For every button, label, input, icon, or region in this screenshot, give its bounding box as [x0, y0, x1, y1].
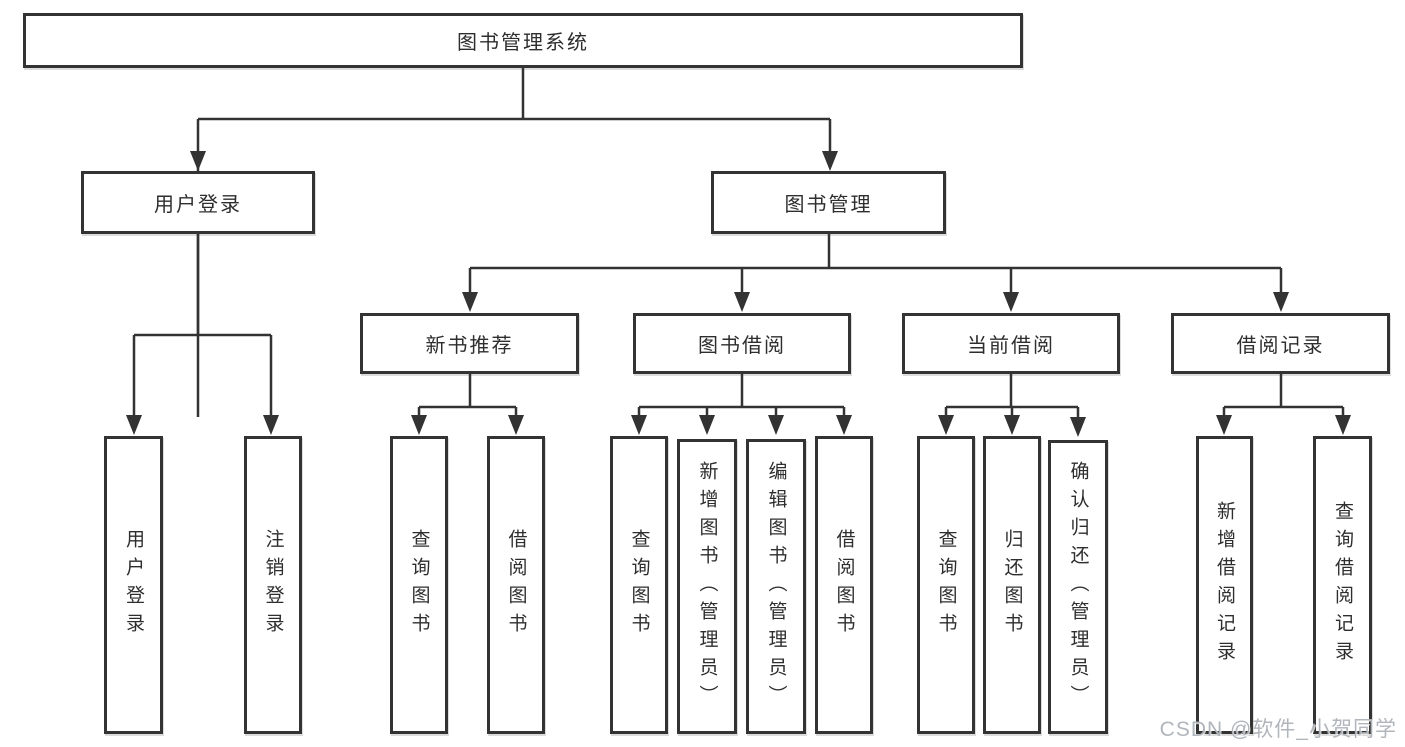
node-label: 当前借阅	[967, 335, 1055, 357]
csdn-watermark: CSDN @软件_小贺同学	[1159, 718, 1397, 741]
arrowhead	[1003, 292, 1019, 312]
arrowhead	[190, 151, 206, 171]
leaf-label: 查询图书	[628, 529, 650, 641]
node-book-management: 图书管理	[711, 171, 946, 234]
leaf-confirm-return-admin: 确认归还（管理员）	[1048, 440, 1108, 734]
leaf-label: 归还图书	[1001, 529, 1023, 641]
arrowhead	[836, 415, 852, 435]
leaf-label: 借阅图书	[833, 529, 855, 641]
leaf-user-login: 用户登录	[104, 436, 163, 734]
leaf-query-borrow-record: 查询借阅记录	[1313, 436, 1372, 734]
leaf-edit-books-admin: 编辑图书（管理员）	[746, 439, 806, 734]
node-label: 图书管理系统	[457, 32, 589, 54]
node-user-login: 用户登录	[81, 171, 315, 234]
leaf-label: 用户登录	[123, 529, 144, 641]
leaf-label: 借阅图书	[505, 529, 527, 641]
node-borrow-records: 借阅记录	[1171, 313, 1390, 374]
leaf-query-books-recommend: 查询图书	[390, 436, 448, 734]
leaf-label: 注销登录	[262, 529, 284, 641]
arrowhead	[1216, 415, 1232, 435]
node-label: 借阅记录	[1236, 335, 1325, 357]
leaf-add-borrow-record: 新增借阅记录	[1196, 436, 1253, 734]
leaf-borrow-books: 借阅图书	[815, 436, 873, 734]
leaf-query-books-current: 查询图书	[917, 436, 975, 734]
arrowhead	[1273, 292, 1289, 312]
leaf-logout: 注销登录	[244, 436, 302, 734]
arrowhead	[768, 415, 784, 435]
arrowhead	[1004, 415, 1020, 435]
leaf-return-books: 归还图书	[983, 436, 1041, 734]
node-label: 图书借阅	[698, 335, 786, 357]
arrowhead	[938, 415, 954, 435]
arrowheads	[126, 151, 1351, 437]
node-label: 图书管理	[784, 194, 873, 216]
leaf-label: 查询图书	[935, 529, 957, 641]
arrowhead	[462, 292, 478, 312]
arrowhead	[263, 415, 279, 435]
leaf-label: 新增图书（管理员）	[696, 460, 718, 713]
arrowhead	[631, 415, 647, 435]
arrowhead	[734, 292, 750, 312]
arrowhead	[126, 415, 142, 435]
leaf-label: 编辑图书（管理员）	[765, 460, 787, 713]
leaf-query-books-borrow: 查询图书	[610, 436, 668, 734]
leaf-add-books-admin: 新增图书（管理员）	[677, 439, 737, 734]
node-label: 用户登录	[154, 194, 242, 216]
arrowhead	[1070, 417, 1086, 437]
node-new-book-recommend: 新书推荐	[360, 313, 579, 374]
arrowhead	[699, 415, 715, 435]
arrowhead	[508, 415, 524, 435]
leaf-label: 查询图书	[408, 529, 430, 641]
arrowhead	[411, 415, 427, 435]
leaf-label: 新增借阅记录	[1214, 501, 1235, 669]
leaf-borrow-books-recommend: 借阅图书	[487, 436, 545, 734]
node-label: 新书推荐	[425, 335, 514, 357]
node-library-system: 图书管理系统	[23, 13, 1023, 68]
node-book-borrow: 图书借阅	[633, 313, 851, 374]
leaf-label: 确认归还（管理员）	[1067, 461, 1089, 713]
node-current-borrow: 当前借阅	[902, 313, 1120, 374]
arrowhead	[1335, 415, 1351, 435]
leaf-label: 查询借阅记录	[1332, 501, 1353, 669]
arrowhead	[822, 151, 838, 171]
